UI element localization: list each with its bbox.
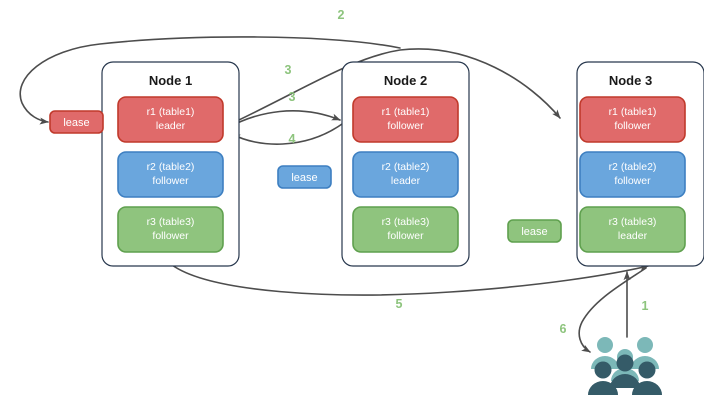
replica-box-blue xyxy=(579,151,686,198)
step-label-4: 4 xyxy=(289,132,296,146)
replica-box-red xyxy=(352,96,459,143)
flow-arrow-6: 6 xyxy=(560,267,647,353)
replica-name: r2 (table2) xyxy=(147,161,195,173)
replica-role: follower xyxy=(614,175,651,187)
node-3-replica-r1[interactable]: r1 (table1) follower xyxy=(579,96,686,143)
flow-arrow-3-to-node2: 3 xyxy=(223,90,341,131)
node-3[interactable]: Node 3 r1 (table1) follower r2 (table2) … xyxy=(576,61,704,267)
replica-box-green xyxy=(117,206,224,253)
users-icon-front-center xyxy=(610,354,640,388)
step-label-2: 2 xyxy=(338,8,345,22)
lease-badge-r3[interactable]: lease xyxy=(507,219,562,243)
replica-role: leader xyxy=(391,175,421,187)
replica-name: r2 (table2) xyxy=(609,161,657,173)
node-1[interactable]: Node 1 r1 (table1) leader r2 (table2) fo… xyxy=(101,61,240,267)
lease-label: lease xyxy=(291,172,317,184)
node-1-replica-r2[interactable]: r2 (table2) follower xyxy=(117,151,224,198)
replica-box-green xyxy=(352,206,459,253)
replica-role: leader xyxy=(156,120,186,132)
replica-role: follower xyxy=(152,230,189,242)
replica-box-green xyxy=(579,206,686,253)
node-1-title: Node 1 xyxy=(149,73,192,88)
users-icon xyxy=(588,337,662,395)
flow-arrow-2: 2 xyxy=(19,8,401,125)
replica-box-blue xyxy=(117,151,224,198)
users-icon-front-left xyxy=(588,361,618,395)
flow-arrow-5: 5 xyxy=(171,264,649,311)
node-3-title: Node 3 xyxy=(609,73,652,88)
step-label-6: 6 xyxy=(560,322,567,336)
replica-role: follower xyxy=(152,175,189,187)
lease-box-blue xyxy=(277,165,332,189)
lease-badge-r2[interactable]: lease xyxy=(277,165,332,189)
step-label-3-lower: 3 xyxy=(289,90,296,104)
replica-name: r1 (table1) xyxy=(147,106,195,118)
replica-role: leader xyxy=(618,230,648,242)
node-1-replica-r1[interactable]: r1 (table1) leader xyxy=(117,96,224,143)
replica-role: follower xyxy=(387,230,424,242)
step-label-3-upper: 3 xyxy=(285,63,292,77)
flow-arrow-1: 1 xyxy=(623,271,649,338)
step-label-1: 1 xyxy=(642,299,649,313)
lease-label: lease xyxy=(63,117,89,129)
replica-box-red xyxy=(579,96,686,143)
replica-name: r1 (table1) xyxy=(382,106,430,118)
replica-box-red xyxy=(117,96,224,143)
node-3-replica-r3[interactable]: r3 (table3) leader xyxy=(579,206,686,253)
lease-box-red xyxy=(49,110,104,134)
replica-name: r2 (table2) xyxy=(382,161,430,173)
replica-role: follower xyxy=(614,120,651,132)
replica-name: r1 (table1) xyxy=(609,106,657,118)
replica-box-blue xyxy=(352,151,459,198)
lease-box-green xyxy=(507,219,562,243)
flow-arrow-3-to-node3: 3 xyxy=(221,48,561,129)
node-3-replica-r2[interactable]: r2 (table2) follower xyxy=(579,151,686,198)
users-icon-front-right xyxy=(632,361,662,395)
node-2-replica-r3[interactable]: r3 (table3) follower xyxy=(352,206,459,253)
lease-label: lease xyxy=(521,226,547,238)
node-2-title: Node 2 xyxy=(384,73,427,88)
replica-name: r3 (table3) xyxy=(382,216,430,228)
replica-name: r3 (table3) xyxy=(609,216,657,228)
flow-arrow-4: 4 xyxy=(231,123,343,146)
lease-badge-r1[interactable]: lease xyxy=(49,110,104,134)
node-1-replica-r3[interactable]: r3 (table3) follower xyxy=(117,206,224,253)
node-2-replica-r2[interactable]: r2 (table2) leader xyxy=(352,151,459,198)
node-2-replica-r1[interactable]: r1 (table1) follower xyxy=(352,96,459,143)
step-label-5: 5 xyxy=(396,297,403,311)
replica-role: follower xyxy=(387,120,424,132)
node-2[interactable]: Node 2 r1 (table1) follower r2 (table2) … xyxy=(341,61,470,267)
replica-name: r3 (table3) xyxy=(147,216,195,228)
